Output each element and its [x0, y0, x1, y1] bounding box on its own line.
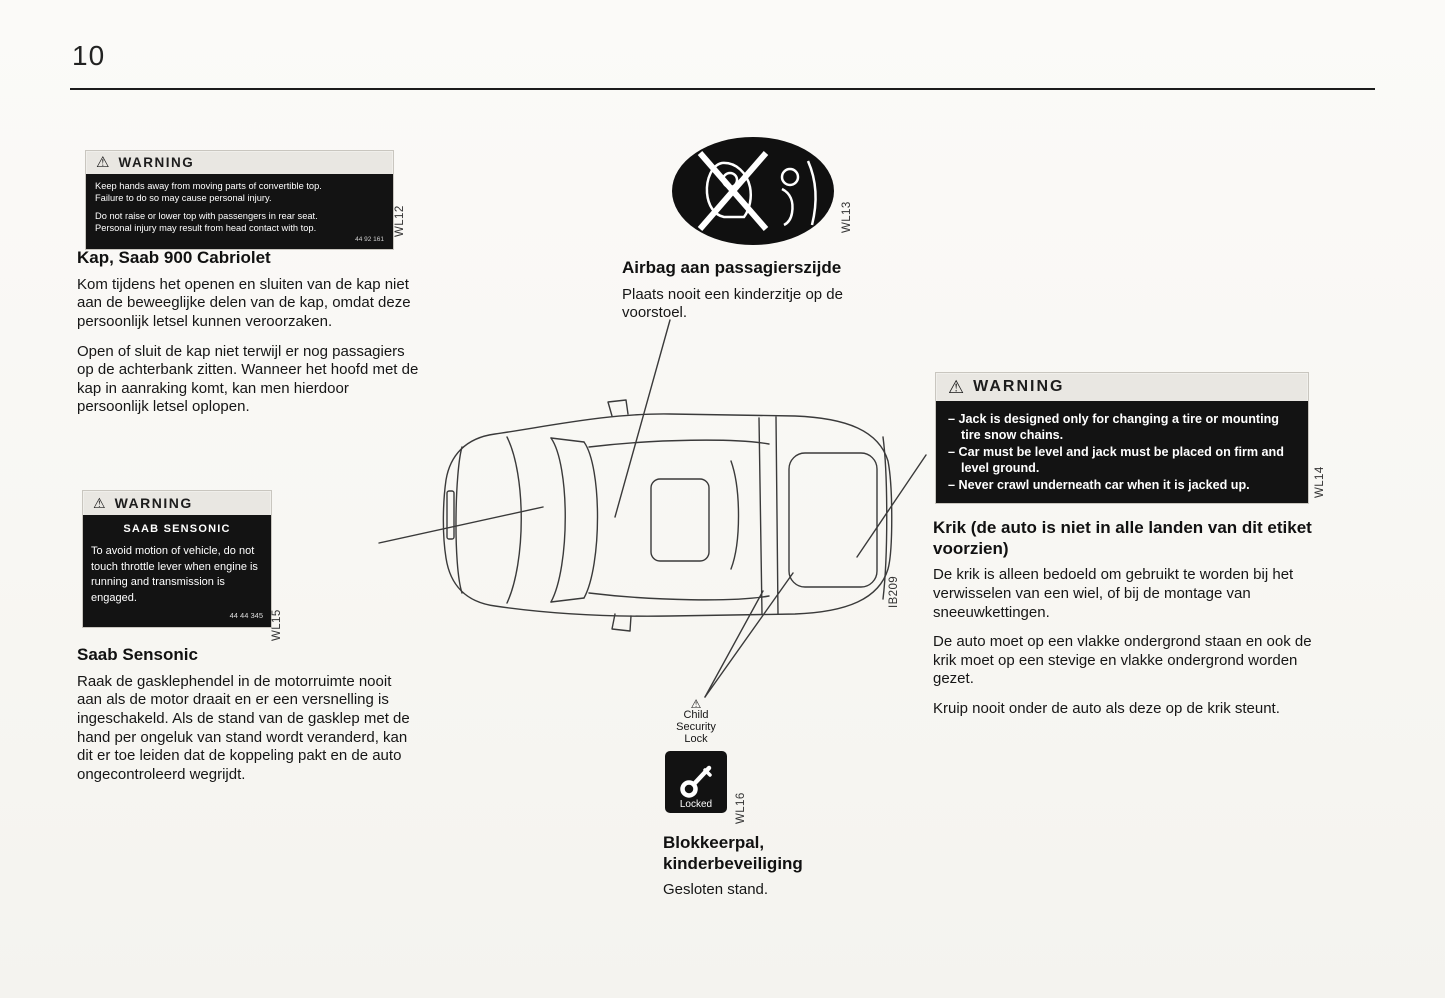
- section-heading: Airbag aan passagierszijde: [622, 258, 842, 277]
- warning-title: WARNING: [114, 495, 193, 511]
- warning-label-body: – Jack is designed only for changing a t…: [936, 401, 1308, 503]
- warning-label-body: SAAB SENSONIC To avoid motion of vehicle…: [83, 515, 271, 627]
- page-number: 10: [72, 40, 106, 71]
- figure-code-wl13: WL13: [841, 201, 853, 233]
- section-heading: Kap, Saab 900 Cabriolet: [77, 248, 271, 267]
- label-text-line: Do not raise or lower top with passenger…: [95, 211, 318, 222]
- label-text-line: Failure to do so may cause personal inju…: [95, 193, 272, 204]
- label-bullet-item: – Never crawl underneath car when it is …: [948, 478, 1250, 493]
- locked-label: Locked: [679, 798, 713, 810]
- body-paragraph: De krik is alleen bedoeld om gebruikt te…: [933, 566, 1294, 621]
- label-part-number: 44 92 161: [355, 236, 384, 244]
- figure-code-wl12: WL12: [394, 205, 406, 237]
- warning-icon: ⚠: [690, 697, 702, 711]
- body-paragraph: Gesloten stand.: [663, 881, 769, 899]
- warning-label-wl12: ⚠ WARNING Keep hands away from moving pa…: [85, 150, 394, 250]
- warning-icon: ⚠: [948, 377, 965, 397]
- label-text-line: Personal injury may result from head con…: [95, 223, 317, 234]
- label-bullet-item: – Jack is designed only for changing a t…: [948, 412, 1279, 443]
- section-airbag: Airbag aan passagierszijde Plaats nooit …: [622, 258, 892, 334]
- top-rule: [70, 88, 1375, 90]
- label-title: SAAB SENSONIC: [123, 523, 231, 535]
- body-paragraph: Kom tijdens het openen en sluiten van de…: [77, 275, 411, 330]
- body-paragraph: Raak de gasklephendel in de motorruimte …: [77, 672, 410, 783]
- child-lock-label: Locked: [665, 750, 727, 813]
- figure-code-wl16: WL16: [735, 792, 747, 824]
- figure-code-wl15: WL15: [271, 609, 283, 641]
- warning-title: WARNING: [973, 378, 1065, 395]
- car-top-view-illustration: [365, 265, 945, 725]
- section-blokkeerpal: Blokkeerpal, kinderbeveiliging Gesloten …: [663, 833, 863, 911]
- caption-line: Security: [676, 720, 716, 733]
- caption-line: Child: [683, 709, 709, 721]
- warning-label-header: ⚠ WARNING: [83, 491, 271, 515]
- section-heading: Krik (de auto is niet in alle landen van…: [933, 518, 1312, 558]
- body-paragraph: Open of sluit de kap niet terwijl er nog…: [77, 342, 419, 416]
- child-lock-pictogram: ⚠ Child Security Lock Locked: [660, 698, 732, 813]
- no-child-seat-pictogram: [670, 135, 837, 247]
- section-krik: Krik (de auto is niet in alle landen van…: [933, 518, 1335, 730]
- crossed-child-seat-icon: [672, 137, 834, 245]
- warning-label-wl14: ⚠ WARNING – Jack is designed only for ch…: [935, 372, 1309, 504]
- warning-label-header: ⚠ WARNING: [86, 151, 393, 174]
- label-text: To avoid motion of vehicle, do not touch…: [91, 544, 258, 605]
- label-bullet-item: – Car must be level and jack must be pla…: [948, 445, 1284, 476]
- warning-label-body: Keep hands away from moving parts of con…: [86, 174, 393, 249]
- warning-label-header: ⚠ WARNING: [936, 373, 1308, 401]
- label-text-line: Keep hands away from moving parts of con…: [95, 181, 322, 191]
- key-icon: [680, 765, 712, 798]
- figure-code-wl14: WL14: [1314, 466, 1326, 498]
- body-paragraph: De auto moet op een vlakke ondergrond st…: [933, 633, 1312, 688]
- warning-title: WARNING: [118, 155, 195, 170]
- figure-code-ib209: IB209: [888, 575, 900, 608]
- warning-icon: ⚠: [93, 495, 106, 511]
- section-heading: Blokkeerpal, kinderbeveiliging: [663, 833, 803, 873]
- body-paragraph: Plaats nooit een kinderzitje op de voors…: [622, 285, 843, 322]
- section-sensonic: Saab Sensonic Raak de gasklephendel in d…: [77, 645, 412, 795]
- label-part-number: 44 44 345: [229, 611, 263, 621]
- warning-label-wl15: ⚠ WARNING SAAB SENSONIC To avoid motion …: [82, 490, 272, 628]
- body-paragraph: Kruip nooit onder de auto als deze op de…: [933, 700, 1280, 718]
- caption-line: Lock: [684, 732, 708, 745]
- section-kap: Kap, Saab 900 Cabriolet Kom tijdens het …: [77, 248, 422, 428]
- section-heading: Saab Sensonic: [77, 645, 198, 664]
- warning-icon: ⚠: [96, 154, 110, 171]
